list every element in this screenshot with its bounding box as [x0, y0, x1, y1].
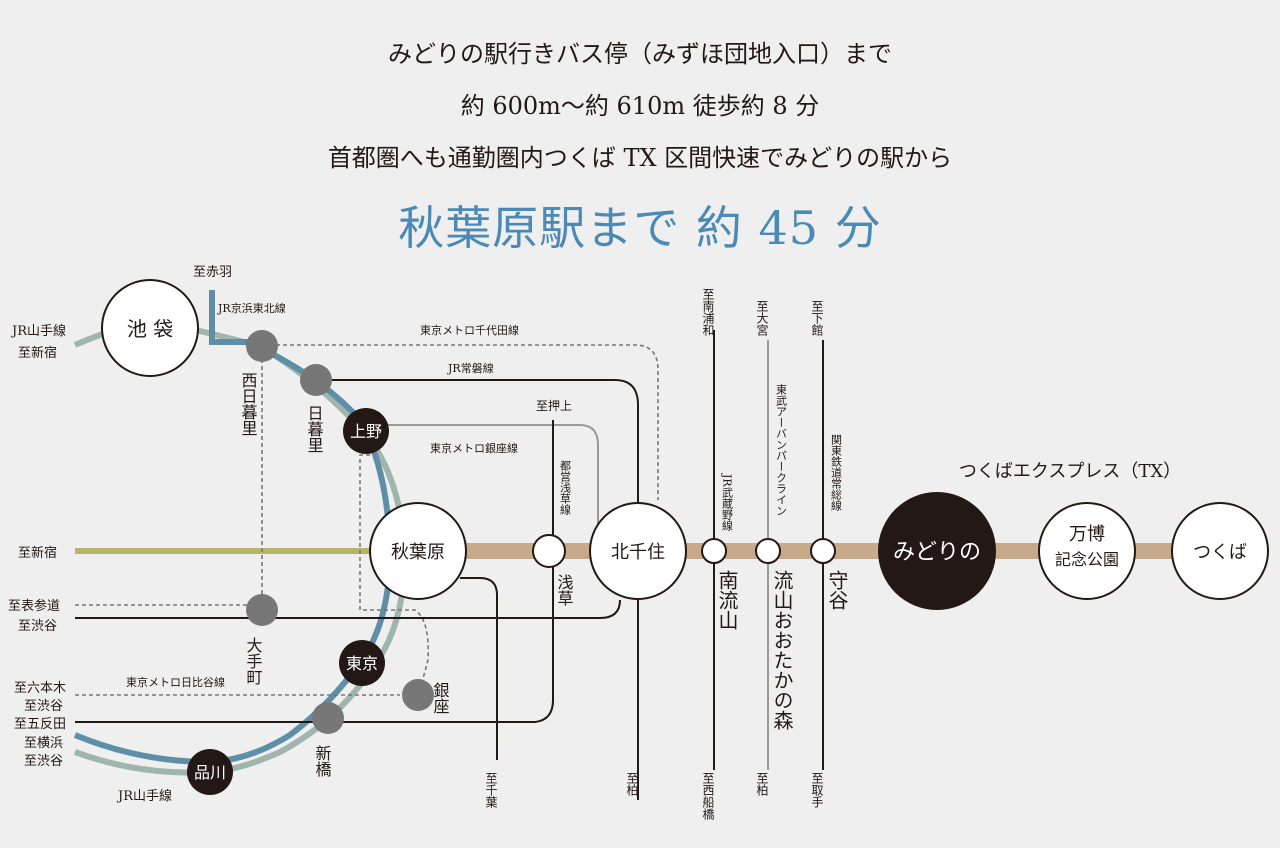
station-label-ueno: 上野 [350, 422, 382, 441]
station-label-asakusa: 浅草 [555, 574, 574, 606]
dest-yokohama: 至横浜 [24, 736, 63, 751]
dest-shibuya-2: 至渋谷 [24, 699, 63, 714]
station-label-shimbashi: 新橋 [313, 745, 332, 778]
dest-roppongi: 至六本木 [14, 681, 66, 696]
shibuya-line [75, 599, 621, 619]
label-chiyoda: 東京メトロ千代田線 [420, 323, 519, 337]
label-tobu-urban-park: 東武アーバンパークライン [775, 384, 788, 516]
label-tx: つくばエクスプレス（TX） [959, 461, 1181, 482]
dest-shinjuku-mid: 至新宿 [18, 545, 57, 561]
station-nippori [300, 364, 332, 396]
station-label-kita-senju: 北千住 [611, 542, 665, 563]
station-label-moriya: 守谷 [825, 570, 849, 610]
station-label-shinagawa: 品川 [194, 763, 226, 782]
intro-line-walk-time: 約 600m〜約 610m 徒歩約 8 分 [460, 92, 820, 120]
station-label-nippori: 日暮里 [305, 405, 324, 453]
intro-line-commute: 首都圏へも通勤圏内つくば TX 区間快速でみどりの駅から [327, 144, 953, 172]
asakusa-line [75, 420, 554, 723]
dest-omiya: 至大宮 [755, 300, 769, 336]
label-yamanote-bottom: JR山手線 [116, 788, 172, 804]
ginza-line [359, 454, 430, 691]
station-tsukuba [1171, 502, 1269, 600]
label-joban: JR常磐線 [447, 361, 494, 375]
station-nagareyama-otakanomori [755, 538, 781, 564]
dest-akabane: 至赤羽 [193, 265, 232, 280]
label-hibiya: 東京メトロ日比谷線 [126, 675, 225, 689]
chiyoda-line [262, 344, 659, 500]
station-label-minami-nagareyama: 南流山 [715, 570, 739, 630]
dest-minami-urawa: 至南浦和 [701, 288, 715, 336]
station-ginza [402, 679, 434, 711]
station-label-ikebukuro: 池 袋 [127, 317, 173, 341]
dest-omotesando: 至表参道 [8, 598, 60, 614]
station-label-banpaku-2: 記念公園 [1055, 550, 1119, 569]
station-asakusa [532, 534, 566, 568]
station-label-nagareyama-otakanomori: 流山おおたかの森 [770, 570, 794, 730]
headline-akihabara-time: 秋葉原駅まで 約 45 分 [398, 201, 882, 255]
dest-nishi-funabashi: 至西船橋 [701, 772, 715, 821]
label-yamanote-top: JR山手線 [10, 323, 66, 339]
hibiya-branch [370, 424, 610, 556]
station-midorino [878, 492, 996, 610]
station-otemachi [246, 594, 278, 626]
label-kanto-joso: 関東鉄道常総線 [830, 434, 843, 511]
station-ueno [343, 408, 389, 454]
label-musashino: JR武蔵野線 [721, 473, 734, 531]
station-label-banpaku-1: 万博 [1069, 524, 1105, 545]
station-label-tokyo: 東京 [346, 654, 378, 673]
station-minami-nagareyama [701, 538, 727, 564]
station-banpaku-kinen-koen [1038, 502, 1136, 600]
station-label-ginza: 銀座 [431, 682, 450, 714]
dest-toride: 至取手 [810, 772, 824, 808]
dest-gotanda: 至五反田 [14, 717, 66, 732]
label-asakusa: 都営浅草線 [559, 460, 572, 515]
station-moriya [810, 538, 836, 564]
label-keihin-tohoku: JR京浜東北線 [217, 301, 286, 315]
dest-shinjuku-top: 至新宿 [18, 345, 57, 361]
station-nishi-nippori [246, 330, 278, 362]
dest-shibuya-3: 至渋谷 [24, 754, 63, 769]
dest-kashiwa-1: 至柏 [625, 772, 639, 796]
station-tokyo [339, 640, 385, 686]
joban-line [316, 379, 639, 800]
station-label-nishi-nippori: 西日暮里 [239, 372, 258, 436]
station-label-tsukuba: つくば [1193, 542, 1247, 563]
dest-shimodate: 至下館 [810, 300, 824, 336]
dest-shibuya-1: 至渋谷 [18, 619, 57, 634]
intro-line-bus-stop: みどりの駅行きバス停（みずほ団地入口）まで [388, 40, 892, 68]
station-shinagawa [187, 749, 233, 795]
sobu-rapid-line [460, 577, 498, 760]
station-shimbashi [312, 702, 344, 734]
dest-kashiwa-2: 至柏 [755, 772, 769, 796]
station-label-midorino: みどりの [893, 540, 981, 565]
label-ginza: 東京メトロ銀座線 [430, 441, 518, 455]
station-label-otemachi: 大手町 [244, 637, 263, 685]
dest-oshiage: 至押上 [536, 399, 572, 413]
station-kita-senju [589, 502, 687, 600]
station-akihabara [369, 502, 467, 600]
station-label-akihabara: 秋葉原 [391, 542, 445, 563]
station-ikebukuro [101, 279, 199, 377]
dest-chiba: 至千葉 [484, 772, 498, 808]
